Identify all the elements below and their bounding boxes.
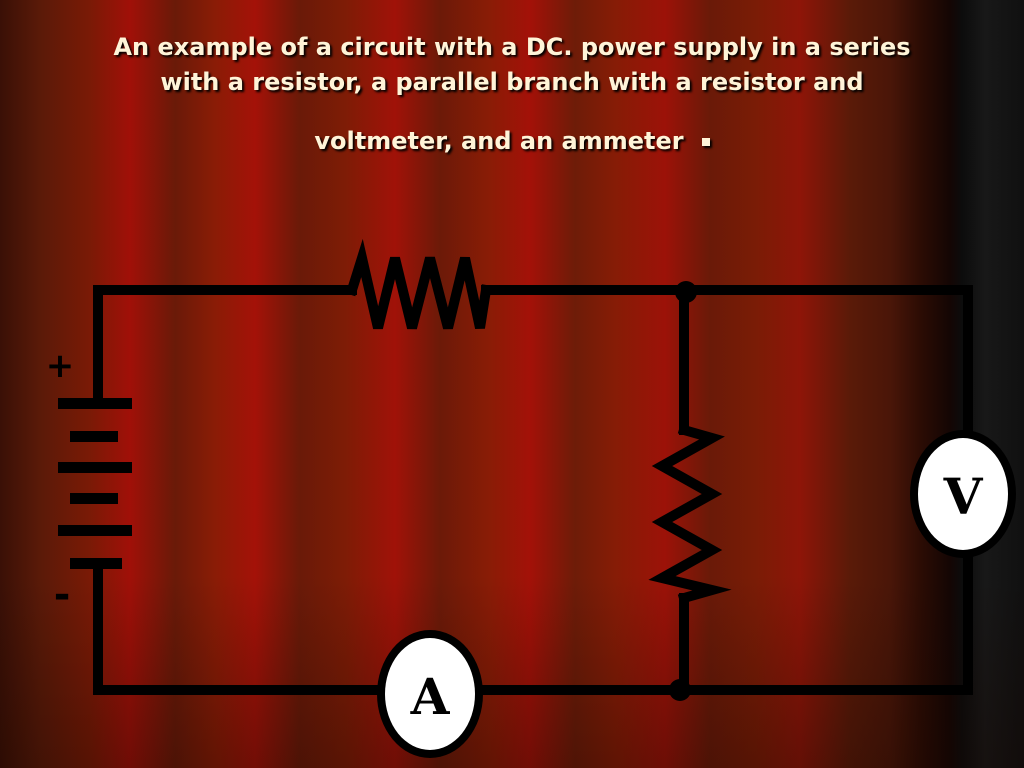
battery-plate-3 bbox=[58, 462, 132, 473]
slide-title: An example of a circuit with a DC. power… bbox=[40, 30, 984, 159]
title-line-2: with a resistor, a parallel branch with … bbox=[160, 68, 864, 96]
battery-minus-label: - bbox=[54, 572, 71, 618]
battery-plus-label: + bbox=[46, 346, 75, 386]
battery-plate-2 bbox=[70, 431, 118, 442]
junction-bottom bbox=[669, 679, 691, 701]
wire-top-left bbox=[93, 285, 357, 405]
title-line-3-text: voltmeter, and an ammeter bbox=[314, 127, 684, 155]
title-line-1: An example of a circuit with a DC. power… bbox=[113, 33, 911, 61]
series-resistor bbox=[345, 238, 492, 330]
voltmeter: V bbox=[910, 430, 1016, 558]
ammeter: A bbox=[377, 630, 483, 758]
junction-top bbox=[675, 281, 697, 303]
battery-plate-5 bbox=[58, 525, 132, 536]
parallel-resistor bbox=[648, 423, 732, 605]
bullet-marker bbox=[701, 138, 710, 146]
battery-plate-1 bbox=[58, 398, 132, 409]
title-line-3: voltmeter, and an ammeter bbox=[40, 124, 984, 159]
battery-plate-6 bbox=[70, 558, 122, 569]
battery bbox=[58, 398, 132, 569]
battery-plate-4 bbox=[70, 493, 118, 504]
voltmeter-label: V bbox=[943, 467, 984, 526]
ammeter-label: A bbox=[410, 667, 451, 726]
